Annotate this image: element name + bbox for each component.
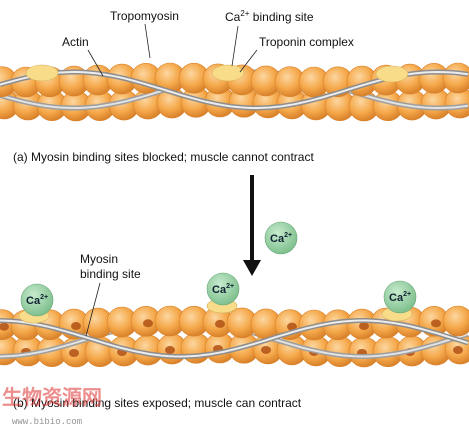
calcium-ion: Ca2+ — [206, 272, 240, 306]
myosin-binding-site — [143, 319, 153, 328]
svg-text:Ca2+: Ca2+ — [270, 232, 292, 245]
myosin-binding-site — [359, 322, 369, 331]
actin-monomer — [442, 62, 469, 94]
tropomyosin-highlight — [0, 319, 469, 358]
svg-text:www.bibio.com: www.bibio.com — [12, 417, 82, 427]
troponin-leader — [239, 49, 258, 73]
watermark: 生物资源网 www.bibio.com — [2, 385, 102, 427]
tropomyosin-label: Tropomyosin — [110, 9, 179, 23]
actin-filament-blocked — [0, 62, 469, 122]
svg-text:Ca2+: Ca2+ — [389, 291, 411, 304]
bound-calcium-ions: Ca2+ Ca2+ Ca2+ — [20, 272, 417, 317]
caption-panel-a: (a) Myosin binding sites blocked; muscle… — [13, 150, 314, 164]
myosin-binding-site — [453, 346, 463, 355]
myosin-binding-site — [287, 322, 297, 331]
actin-leader — [87, 49, 104, 77]
caption-panel-b: (b) Myosin binding sites exposed; muscle… — [13, 396, 302, 410]
troponin-complex — [25, 64, 59, 82]
myosin-binding-site-label-line2: binding site — [80, 267, 141, 281]
tropomyosin-leader — [144, 23, 151, 59]
troponin-complex — [211, 64, 245, 82]
troponin-complex — [375, 65, 409, 83]
actin-label: Actin — [62, 35, 89, 49]
myosin-binding-site-leader — [85, 282, 101, 337]
actin-monomer — [442, 305, 469, 337]
svg-text:生物资源网: 生物资源网 — [2, 385, 102, 409]
transition-arrow — [243, 175, 261, 276]
svg-text:Ca2+: Ca2+ — [212, 283, 234, 296]
svg-text:Ca2+: Ca2+ — [26, 294, 48, 307]
myosin-binding-site — [261, 345, 271, 354]
myosin-binding-site — [69, 348, 79, 357]
myosin-binding-site — [0, 322, 9, 331]
myosin-binding-site — [71, 322, 81, 331]
panel-b-labels: Myosin binding site — [80, 252, 141, 337]
myosin-binding-site-label-line1: Myosin — [80, 252, 118, 266]
panel-a-labels: Tropomyosin Actin Ca2+ binding site Trop… — [62, 9, 354, 77]
ca-binding-site-leader — [231, 25, 239, 67]
free-calcium-ion: Ca2+ — [264, 221, 298, 255]
myosin-binding-site — [431, 319, 441, 328]
ca-binding-site-label: Ca2+ binding site — [225, 9, 314, 24]
calcium-ion: Ca2+ — [20, 283, 54, 317]
calcium-ion: Ca2+ — [383, 280, 417, 314]
myosin-binding-site — [165, 346, 175, 355]
troponin-complex-label: Troponin complex — [259, 35, 354, 49]
myosin-binding-site — [215, 319, 225, 328]
